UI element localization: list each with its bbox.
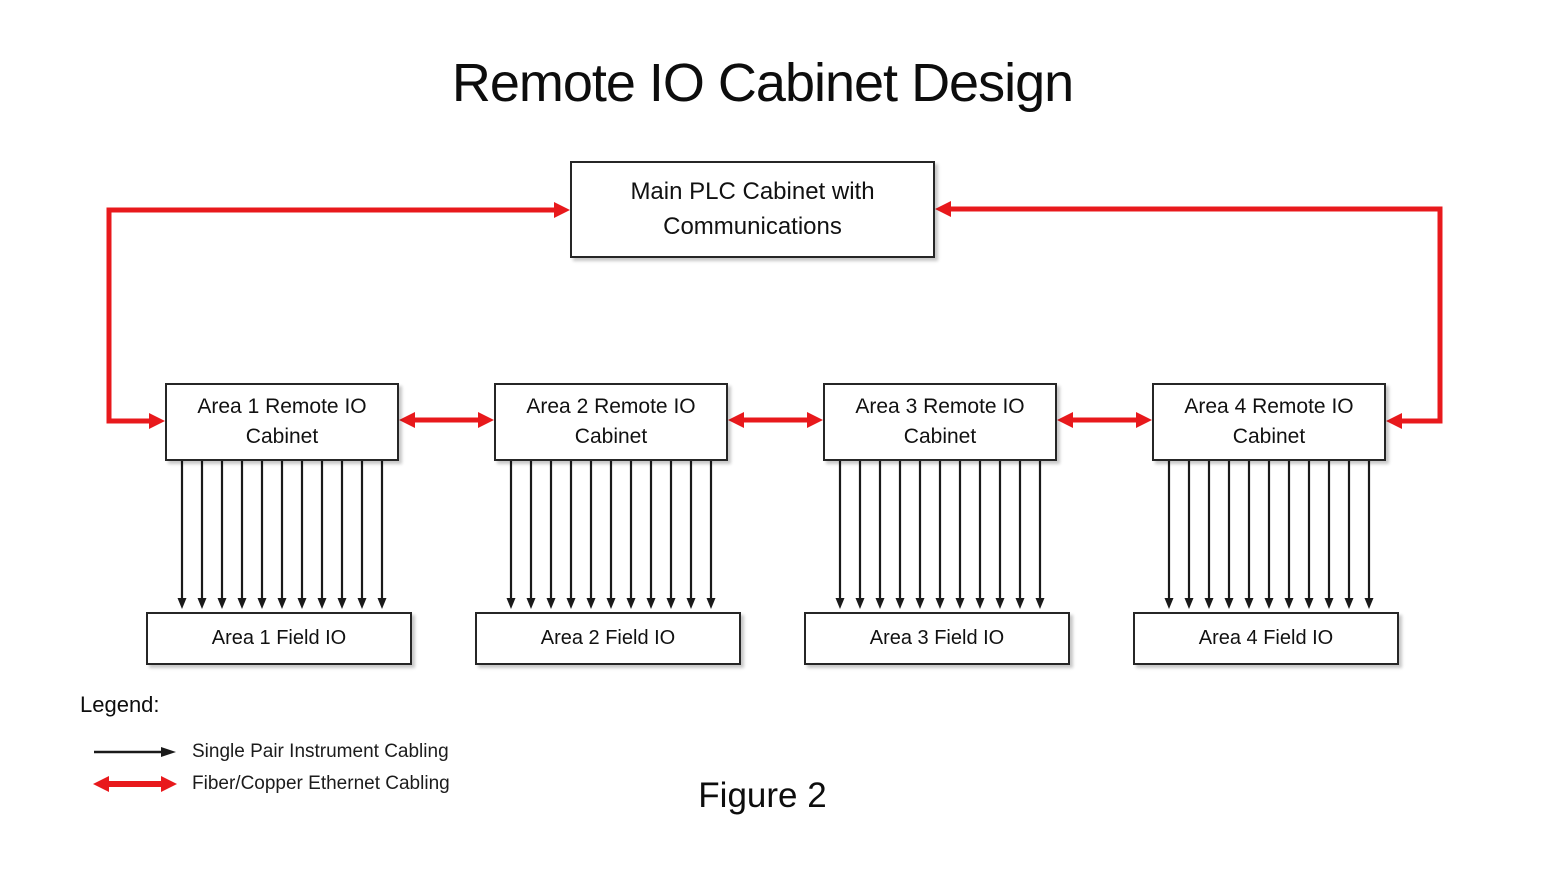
instrument-cable-bundle-area2: [506, 461, 716, 609]
node-area1-field-io: Area 1 Field IO: [146, 612, 412, 665]
legend-item-label: Fiber/Copper Ethernet Cabling: [192, 773, 450, 794]
instrument-cable-bundle-area3: [835, 461, 1045, 609]
double-arrow-red-icon: [93, 776, 177, 792]
node-area4-field-io: Area 4 Field IO: [1133, 612, 1399, 665]
node-label-line: Communications: [663, 212, 842, 240]
node-label-line: Area 2 Remote IO: [526, 394, 696, 418]
node-label-line: Area 3 Field IO: [869, 627, 1005, 649]
node-area4-remote-io-cabinet: Area 4 Remote IO Cabinet: [1152, 383, 1386, 461]
node-label-line: Area 4 Field IO: [1198, 627, 1334, 649]
ethernet-cable-area3-area4: [1057, 412, 1152, 428]
node-label-line: Cabinet: [574, 425, 648, 448]
ethernet-cable-area1-area2: [399, 412, 494, 428]
ethernet-cable-area2-area3: [728, 412, 823, 428]
node-label-line: Area 1 Field IO: [211, 627, 347, 649]
node-area3-remote-io-cabinet: Area 3 Remote IO Cabinet: [823, 383, 1057, 461]
node-area3-field-io: Area 3 Field IO: [804, 612, 1070, 665]
node-label-line: Cabinet: [903, 425, 977, 448]
instrument-cable-bundle-area1: [177, 461, 387, 609]
node-label-line: Area 4 Remote IO: [1184, 394, 1354, 418]
node-label-line: Area 1 Remote IO: [197, 394, 367, 418]
node-label-line: Cabinet: [245, 425, 319, 448]
node-area1-remote-io-cabinet: Area 1 Remote IO Cabinet: [165, 383, 399, 461]
legend-item-label: Single Pair Instrument Cabling: [192, 741, 449, 762]
diagram-title: Remote IO Cabinet Design: [451, 53, 1074, 113]
legend-item-instrument-cabling: Single Pair Instrument Cabling: [92, 740, 449, 764]
single-arrow-black-icon: [94, 747, 176, 757]
node-area2-remote-io-cabinet: Area 2 Remote IO Cabinet: [494, 383, 728, 461]
node-label-line: Area 3 Remote IO: [855, 394, 1025, 418]
instrument-cable-bundle-area4: [1164, 461, 1374, 609]
legend-heading: Legend:: [80, 692, 160, 717]
node-label-line: Main PLC Cabinet with: [630, 177, 875, 205]
node-main-plc-cabinet: Main PLC Cabinet with Communications: [570, 161, 935, 258]
node-label-line: Area 2 Field IO: [540, 627, 676, 649]
node-area2-field-io: Area 2 Field IO: [475, 612, 741, 665]
figure-caption: Figure 2: [698, 776, 827, 815]
node-label-line: Cabinet: [1232, 425, 1306, 448]
legend-item-ethernet-cabling: Fiber/Copper Ethernet Cabling: [92, 772, 450, 796]
